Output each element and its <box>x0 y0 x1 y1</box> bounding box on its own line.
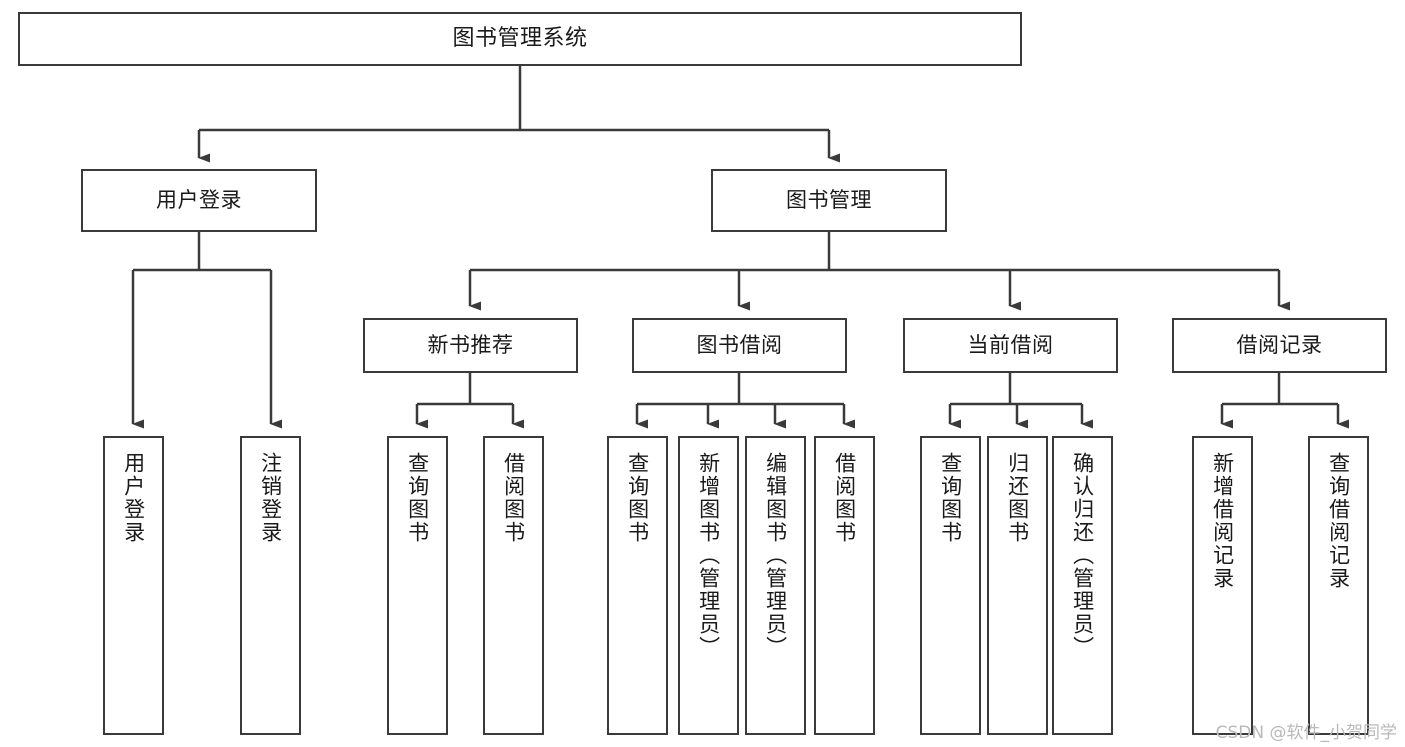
node-user-login-label: 用户登录 <box>156 187 242 212</box>
leaf-logout-login-label: 注销登录 <box>258 452 283 544</box>
node-borrow-record-label: 借阅记录 <box>1236 332 1323 357</box>
leaf-query-book-3-label: 查询图书 <box>938 452 963 544</box>
leaf-add-book-label: 新增图书（管理员） <box>696 452 721 659</box>
leaf-borrow-book-1[interactable]: 借阅图书 <box>483 436 544 735</box>
leaf-add-record-label: 新增借阅记录 <box>1210 452 1235 590</box>
leaf-query-book-2-label: 查询图书 <box>625 452 650 544</box>
node-root-label: 图书管理系统 <box>452 25 588 51</box>
leaf-query-book-1-label: 查询图书 <box>405 452 430 544</box>
leaf-confirm-return[interactable]: 确认归还（管理员） <box>1052 436 1113 735</box>
leaf-user-login[interactable]: 用户登录 <box>103 436 164 735</box>
leaf-borrow-book-1-label: 借阅图书 <box>501 452 526 544</box>
node-current-borrow[interactable]: 当前借阅 <box>903 318 1118 373</box>
leaf-query-book-3[interactable]: 查询图书 <box>920 436 981 735</box>
leaf-logout-login[interactable]: 注销登录 <box>240 436 301 735</box>
leaf-borrow-book-2-label: 借阅图书 <box>832 452 857 544</box>
leaf-confirm-return-label: 确认归还（管理员） <box>1070 452 1095 659</box>
leaf-borrow-book-2[interactable]: 借阅图书 <box>814 436 875 735</box>
node-current-borrow-label: 当前借阅 <box>967 332 1054 357</box>
csdn-watermark: CSDN @软件_小贺同学 <box>1215 723 1397 743</box>
node-book-borrow-label: 图书借阅 <box>696 332 783 357</box>
leaf-user-login-label: 用户登录 <box>121 452 146 544</box>
leaf-add-book[interactable]: 新增图书（管理员） <box>678 436 739 735</box>
node-book-manage-label: 图书管理 <box>786 187 872 212</box>
leaf-query-record-label: 查询借阅记录 <box>1326 452 1351 590</box>
leaf-return-book-label: 归还图书 <box>1005 452 1030 544</box>
node-borrow-record[interactable]: 借阅记录 <box>1172 318 1387 373</box>
node-root[interactable]: 图书管理系统 <box>18 12 1022 66</box>
node-new-book-recommend-label: 新书推荐 <box>427 332 514 357</box>
leaf-query-book-1[interactable]: 查询图书 <box>387 436 448 735</box>
node-book-manage[interactable]: 图书管理 <box>711 169 947 232</box>
leaf-query-book-2[interactable]: 查询图书 <box>607 436 668 735</box>
leaf-edit-book-label: 编辑图书（管理员） <box>763 452 788 659</box>
node-new-book-recommend[interactable]: 新书推荐 <box>363 318 578 373</box>
leaf-return-book[interactable]: 归还图书 <box>987 436 1048 735</box>
leaf-query-record[interactable]: 查询借阅记录 <box>1308 436 1369 735</box>
leaf-edit-book[interactable]: 编辑图书（管理员） <box>745 436 806 735</box>
node-user-login[interactable]: 用户登录 <box>81 169 317 232</box>
node-book-borrow[interactable]: 图书借阅 <box>632 318 847 373</box>
leaf-add-record[interactable]: 新增借阅记录 <box>1192 436 1253 735</box>
